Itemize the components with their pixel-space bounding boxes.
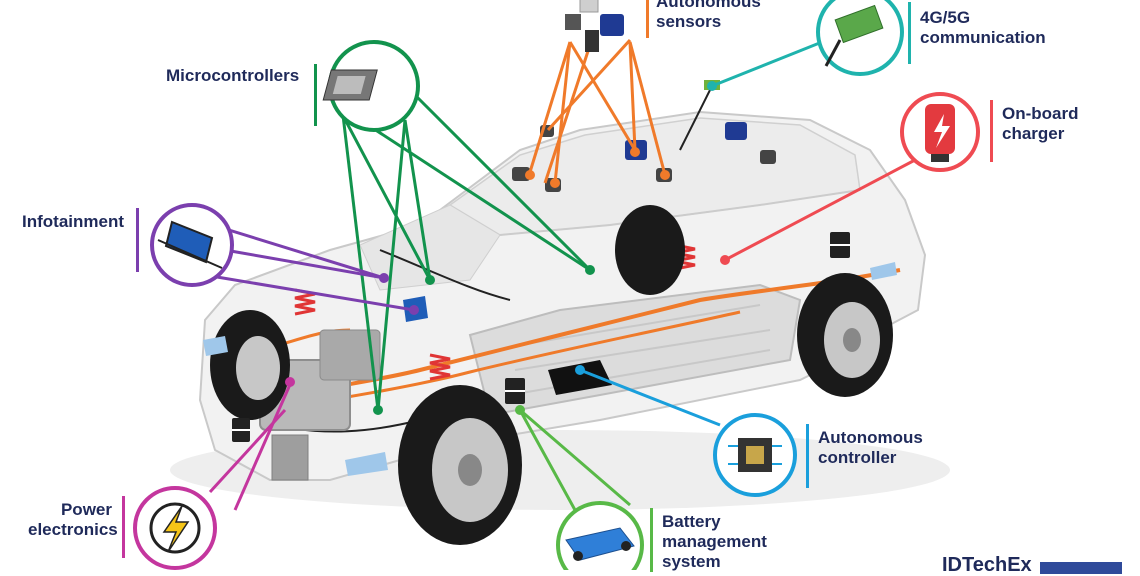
front-right-wheel xyxy=(210,310,290,420)
infotainment-label-bar xyxy=(136,208,139,272)
callout-communication xyxy=(707,0,904,91)
label-onboard-charger: On-board charger xyxy=(1002,104,1079,143)
callout-infotainment xyxy=(150,203,419,315)
processor-icon xyxy=(728,438,782,472)
controller-label-bar xyxy=(806,424,809,488)
sensor-cluster-icon xyxy=(565,0,624,52)
callout-microcontrollers xyxy=(322,40,595,415)
charger-label-bar xyxy=(990,100,993,162)
label-microcontrollers: Microcontrollers xyxy=(166,66,300,85)
label-battery-management: Battery management system xyxy=(662,512,767,571)
rear-right-wheel xyxy=(797,273,893,397)
label-autonomous-controller: Autonomous controller xyxy=(818,428,923,467)
microcontrollers-label-bar xyxy=(314,64,317,126)
lightning-bolt-icon xyxy=(149,502,201,554)
front-left-wheel xyxy=(398,385,522,545)
sensors-label-bar xyxy=(646,0,649,38)
label-power-electronics: Power electronics xyxy=(28,500,118,539)
power-label-bar xyxy=(122,496,125,558)
callout-battery-management xyxy=(515,405,644,570)
callout-power-electronics xyxy=(133,377,295,570)
rear-left-wheel xyxy=(615,205,685,295)
battery-label-bar xyxy=(650,508,653,572)
brand-logo-text: IDTechEx xyxy=(942,554,1032,576)
callout-onboard-charger xyxy=(720,92,980,265)
brand-logo-box xyxy=(1040,562,1122,574)
label-autonomous-sensors: Autonomous sensors xyxy=(656,0,761,31)
display-screen-icon xyxy=(157,220,223,269)
communication-label-bar xyxy=(908,2,911,64)
callout-autonomous-controller xyxy=(575,365,797,497)
label-communication: 4G/5G communication xyxy=(920,8,1046,47)
battery-chassis-icon xyxy=(565,527,635,561)
callout-autonomous-sensors xyxy=(528,38,667,184)
microchip-icon xyxy=(322,69,378,101)
charger-icon xyxy=(925,104,955,162)
label-infotainment: Infotainment xyxy=(22,212,124,231)
antenna-chip-icon xyxy=(824,4,884,67)
